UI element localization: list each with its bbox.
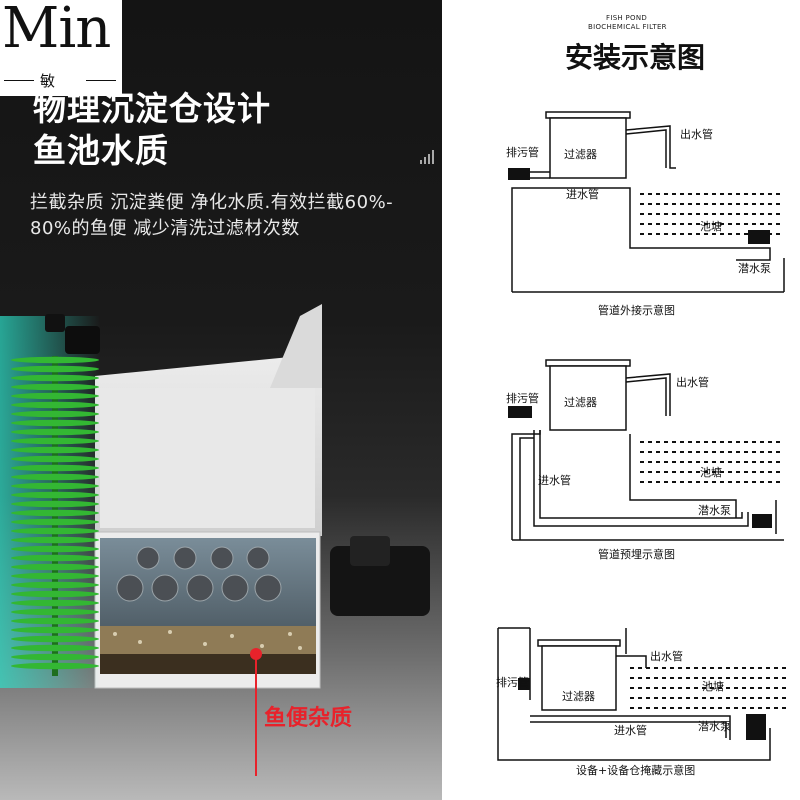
diagram-buried-pipes: 排污管 过滤器 出水管 进水管 池塘 潜水泵 管道预埋示意图 xyxy=(506,359,784,561)
brush-bristle xyxy=(11,617,99,625)
brush-bristle xyxy=(11,554,99,562)
brush-bristle xyxy=(11,635,99,643)
headline: 鱼池水质 xyxy=(33,131,169,170)
label-outlet-pipe: 出水管 xyxy=(676,375,709,389)
label-drain-pipe: 排污管 xyxy=(506,391,539,405)
label-inlet-pipe: 进水管 xyxy=(538,473,571,487)
brush-bristle xyxy=(11,563,99,571)
label-pump: 潜水泵 xyxy=(698,719,731,733)
brush-bristle xyxy=(11,509,99,517)
brush-bristle xyxy=(11,455,99,463)
brand-logo: Min 敏 xyxy=(0,0,122,96)
label-pump: 潜水泵 xyxy=(698,503,731,517)
brush-bristle xyxy=(11,626,99,634)
brush-bristle xyxy=(11,599,99,607)
logo-divider xyxy=(86,80,116,81)
label-pond: 池塘 xyxy=(700,465,722,479)
diagram-hidden-equipment: 排污管 过滤器 出水管 进水管 池塘 潜水泵 设备+设备仓掩藏示意图 xyxy=(496,627,786,777)
logo-subtitle: 敏 xyxy=(40,72,56,90)
label-filter: 过滤器 xyxy=(564,148,597,161)
brush-bristle xyxy=(11,608,99,616)
brush-bristle xyxy=(11,419,99,427)
description: 80%的鱼便 减少清洗过滤材次数 xyxy=(30,218,300,239)
brush-bristle xyxy=(11,653,99,661)
label-outlet-pipe: 出水管 xyxy=(680,127,713,141)
label-pond: 池塘 xyxy=(700,219,722,233)
brush-bristle xyxy=(11,581,99,589)
label-outlet-pipe: 出水管 xyxy=(650,649,683,663)
description: 拦截杂质 沉淀粪便 净化水质.有效拦截60%- xyxy=(30,192,394,213)
signal-bars-icon xyxy=(420,150,434,164)
label-pump: 潜水泵 xyxy=(738,261,771,275)
brush-bristle xyxy=(11,482,99,490)
diagram-external-pipes: 排污管 过滤器 出水管 进水管 池塘 潜水泵 管道外接示意图 xyxy=(506,111,785,317)
brush-bristle xyxy=(11,491,99,499)
brush-bristle xyxy=(11,527,99,535)
label-pond: 池塘 xyxy=(702,679,724,693)
brush-bristle xyxy=(11,401,99,409)
brush-bristle xyxy=(11,518,99,526)
label-drain-pipe: 排污管 xyxy=(496,675,529,689)
diagram-caption: 管道外接示意图 xyxy=(598,303,675,317)
page-title: 安装示意图 xyxy=(565,41,706,74)
brush-bristle xyxy=(11,446,99,454)
brush-bristle xyxy=(11,374,99,382)
label-inlet-pipe: 进水管 xyxy=(566,187,599,201)
brush-bristle xyxy=(11,644,99,652)
brush-bristle xyxy=(11,410,99,418)
brush-bristle xyxy=(11,365,99,373)
headline: 物理沉淀仓设计 xyxy=(33,89,271,128)
filter-product-photo xyxy=(0,296,442,800)
logo-divider xyxy=(4,80,34,81)
brush-bristle xyxy=(11,545,99,553)
diagram-caption: 设备+设备仓掩藏示意图 xyxy=(576,763,695,777)
english-title: FISH POND xyxy=(606,14,648,22)
brush-bristle xyxy=(11,464,99,472)
label-filter: 过滤器 xyxy=(562,690,595,703)
logo-text: Min xyxy=(2,0,111,61)
brush-bristle xyxy=(11,437,99,445)
brush-bristle xyxy=(11,500,99,508)
label-inlet-pipe: 进水管 xyxy=(614,723,647,737)
brush-bristle xyxy=(11,590,99,598)
brush-bristle xyxy=(11,428,99,436)
label-filter: 过滤器 xyxy=(564,396,597,409)
diagram-caption: 管道预埋示意图 xyxy=(598,547,675,561)
brush-bristle xyxy=(11,392,99,400)
waste-callout-label: 鱼便杂质 xyxy=(264,706,353,731)
brush-bristle xyxy=(11,662,99,670)
brush-bristle xyxy=(11,536,99,544)
english-subtitle: BIOCHEMICAL FILTER xyxy=(588,23,667,31)
label-drain-pipe: 排污管 xyxy=(506,145,539,159)
product-photo-panel: Min 敏 物理沉淀仓设计 鱼池水质 拦截杂质 沉淀粪便 净化水质.有效拦截60… xyxy=(0,0,442,800)
brush-bristle xyxy=(11,572,99,580)
brush-bristle xyxy=(11,383,99,391)
brush-bristle xyxy=(11,473,99,481)
brush-bristle xyxy=(11,356,99,364)
